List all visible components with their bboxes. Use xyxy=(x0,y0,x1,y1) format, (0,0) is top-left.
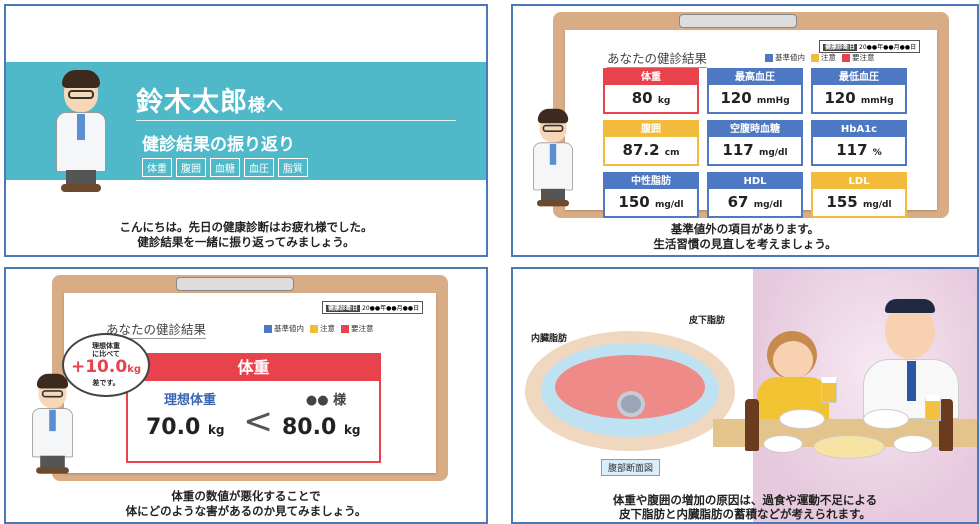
status-legend: 基準値内 注意 要注意 xyxy=(765,52,875,63)
tag-lipids: 脂質 xyxy=(278,158,308,177)
ideal-weight-label: 理想体重 xyxy=(163,393,216,408)
results-title: あなたの健診結果 xyxy=(106,319,207,339)
beer-glass xyxy=(925,395,941,421)
beer-glass xyxy=(821,377,837,403)
less-than-symbol: < xyxy=(243,401,274,442)
doctor-illustration xyxy=(56,70,106,194)
status-legend: 基準値内 注意 要注意 xyxy=(264,323,374,334)
tag-weight: 体重 xyxy=(142,158,172,177)
caption-line-2: 健診結果を一緒に振り返ってみましょう。 xyxy=(137,235,355,249)
beer-bottle xyxy=(745,399,759,451)
ideal-weight-value: 70.0 kg xyxy=(146,415,225,440)
slide-greeting: 鈴木太郎様へ 健診結果の振り返り 体重 腹囲 血糖 血圧 脂質 こんにちは。先日… xyxy=(4,4,488,257)
card-title: 体重 xyxy=(128,355,379,381)
slide-subtitle: 健診結果の振り返り xyxy=(142,135,295,155)
caption-line-1: 体重の数値が悪化することで xyxy=(171,489,321,503)
title-divider xyxy=(136,120,456,121)
label-visceral-fat: 内臓脂肪 xyxy=(531,334,568,344)
speech-bubble: 理想体重 に比べて +10.0kg 差です。 xyxy=(62,333,150,397)
dessert-plate xyxy=(893,435,933,453)
spine-cross-section xyxy=(617,391,645,417)
tag-blood-sugar: 血糖 xyxy=(210,158,240,177)
results-title: あなたの健診結果 xyxy=(607,48,708,68)
patient-name-title: 鈴木太郎様へ xyxy=(136,87,284,118)
beer-bottle xyxy=(939,399,953,451)
caption-line-1: 基準値外の項目があります。 xyxy=(670,222,820,236)
clipboard-clip xyxy=(176,277,294,291)
slide-fat-causes: 内臓脂肪 皮下脂肪 腹部断面図 体重や腹囲の増加の原因は、過食や運動不足による … xyxy=(511,267,979,524)
weight-comparison-card: 体重 理想体重 70.0 kg < ●● 様 80.0 kg xyxy=(126,353,381,463)
topic-tags: 体重 腹囲 血糖 血圧 脂質 xyxy=(142,158,308,177)
caption-line-2: 生活習慣の見直しを考えましょう。 xyxy=(653,237,837,251)
caption-line-2: 皮下脂肪と内臓脂肪の蓄積などが考えられます。 xyxy=(619,507,871,521)
woman-eating-illustration xyxy=(757,327,829,419)
clipboard-clip xyxy=(679,14,797,28)
dessert-plate xyxy=(763,435,803,453)
caption-line-1: 体重や腹囲の増加の原因は、過食や運動不足による xyxy=(612,493,878,507)
tag-waist: 腹囲 xyxy=(176,158,206,177)
user-weight-label: ●● 様 xyxy=(305,393,347,408)
fries-plate xyxy=(813,435,885,459)
label-subcutaneous-fat: 皮下脂肪 xyxy=(689,316,726,326)
cross-section-label: 腹部断面図 xyxy=(601,459,661,476)
caption-line-1: こんにちは。先日の健康診断はお疲れ様でした。 xyxy=(119,220,373,234)
doctor-illustration xyxy=(32,373,73,475)
caption-line-2: 体にどのような害があるのか見てみましょう。 xyxy=(125,504,367,518)
steak-plate xyxy=(779,409,825,429)
steak-plate xyxy=(863,409,909,429)
user-weight-value: 80.0 kg xyxy=(282,415,361,440)
doctor-illustration xyxy=(533,108,573,208)
tag-blood-pressure: 血圧 xyxy=(244,158,274,177)
